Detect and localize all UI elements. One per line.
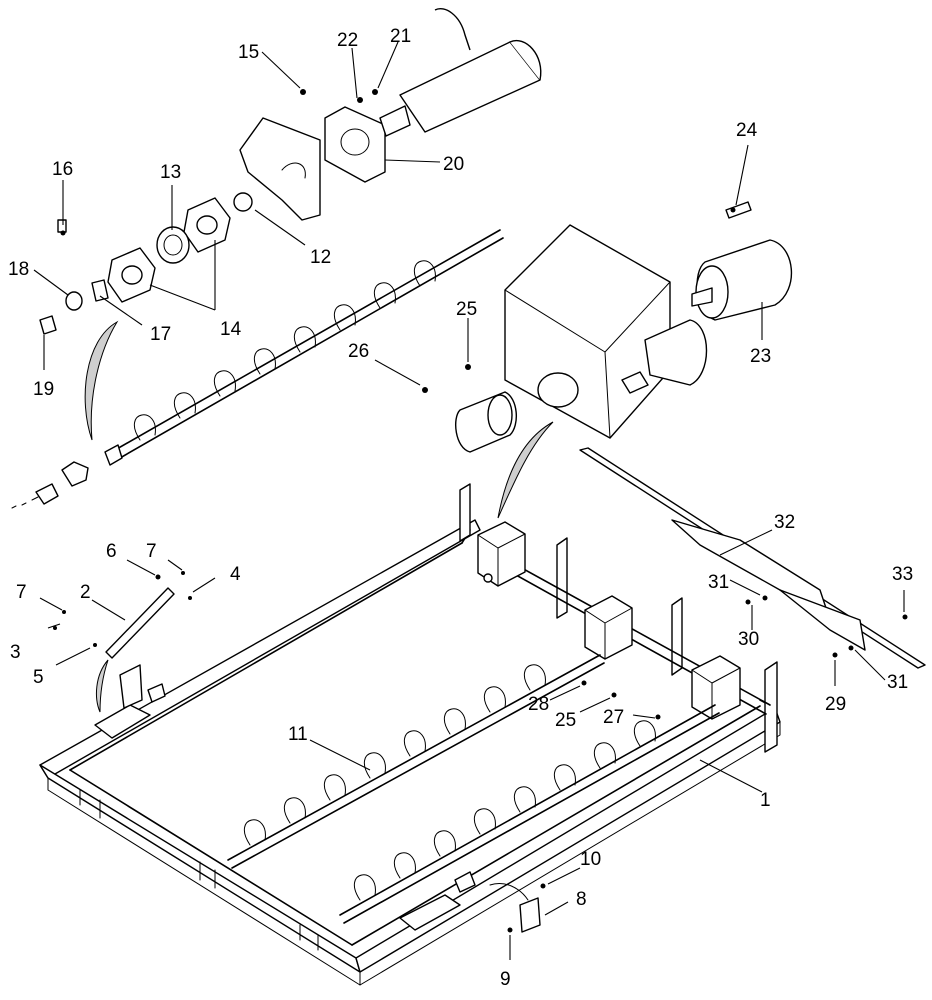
callout-7-left: 7 [16,582,27,603]
callout-3: 3 [10,642,21,663]
callout-30: 30 [738,629,759,650]
callout-17: 17 [150,324,171,345]
callout-24: 24 [736,120,758,141]
callout-27: 27 [603,707,624,728]
callout-31-lower: 31 [887,672,908,693]
callout-labels: 1 2 3 4 5 6 7 7 8 9 10 11 12 13 14 15 16… [8,26,913,990]
drive-tube [379,8,542,137]
callout-8: 8 [576,889,587,910]
callout-29: 29 [825,694,846,715]
side-plate [579,447,926,669]
callout-14: 14 [220,319,242,340]
coupler [454,391,517,453]
callout-2: 2 [80,582,91,603]
callout-18: 18 [8,259,29,280]
callout-25-upper: 25 [456,299,477,320]
callout-16: 16 [52,159,73,180]
callout-32: 32 [774,512,795,533]
upper-auger [104,229,504,466]
callout-12: 12 [310,247,331,268]
lower-augers [227,654,720,924]
callout-23: 23 [750,346,771,367]
fasteners [53,89,908,933]
callout-33: 33 [892,564,913,585]
linkage-rod [105,587,541,933]
callout-11: 11 [288,724,308,745]
callout-13: 13 [160,162,181,183]
drive-shaft [477,521,771,720]
mount-plates [459,483,778,753]
callout-31-upper: 31 [708,572,729,593]
callout-10: 10 [580,849,601,870]
gearbox-housing [504,224,708,439]
shield-plates [239,106,386,221]
callout-9: 9 [500,969,511,990]
auger-frame [39,519,781,986]
callout-19: 19 [33,379,54,400]
callout-28: 28 [528,694,549,715]
bearing-parts [11,192,253,509]
callout-4: 4 [230,564,241,585]
callout-25-lower: 25 [555,710,576,731]
hydraulic-motor [691,201,792,321]
callout-22: 22 [337,30,358,51]
callout-5: 5 [33,667,44,688]
callout-21: 21 [390,26,411,47]
assembly-path-indicators [84,320,554,901]
callout-20: 20 [443,154,464,175]
callout-15: 15 [238,42,259,63]
callout-6: 6 [106,541,117,562]
callout-7-top: 7 [146,541,157,562]
callout-1: 1 [760,790,771,811]
callout-26: 26 [348,341,369,362]
leader-lines [33,41,905,960]
